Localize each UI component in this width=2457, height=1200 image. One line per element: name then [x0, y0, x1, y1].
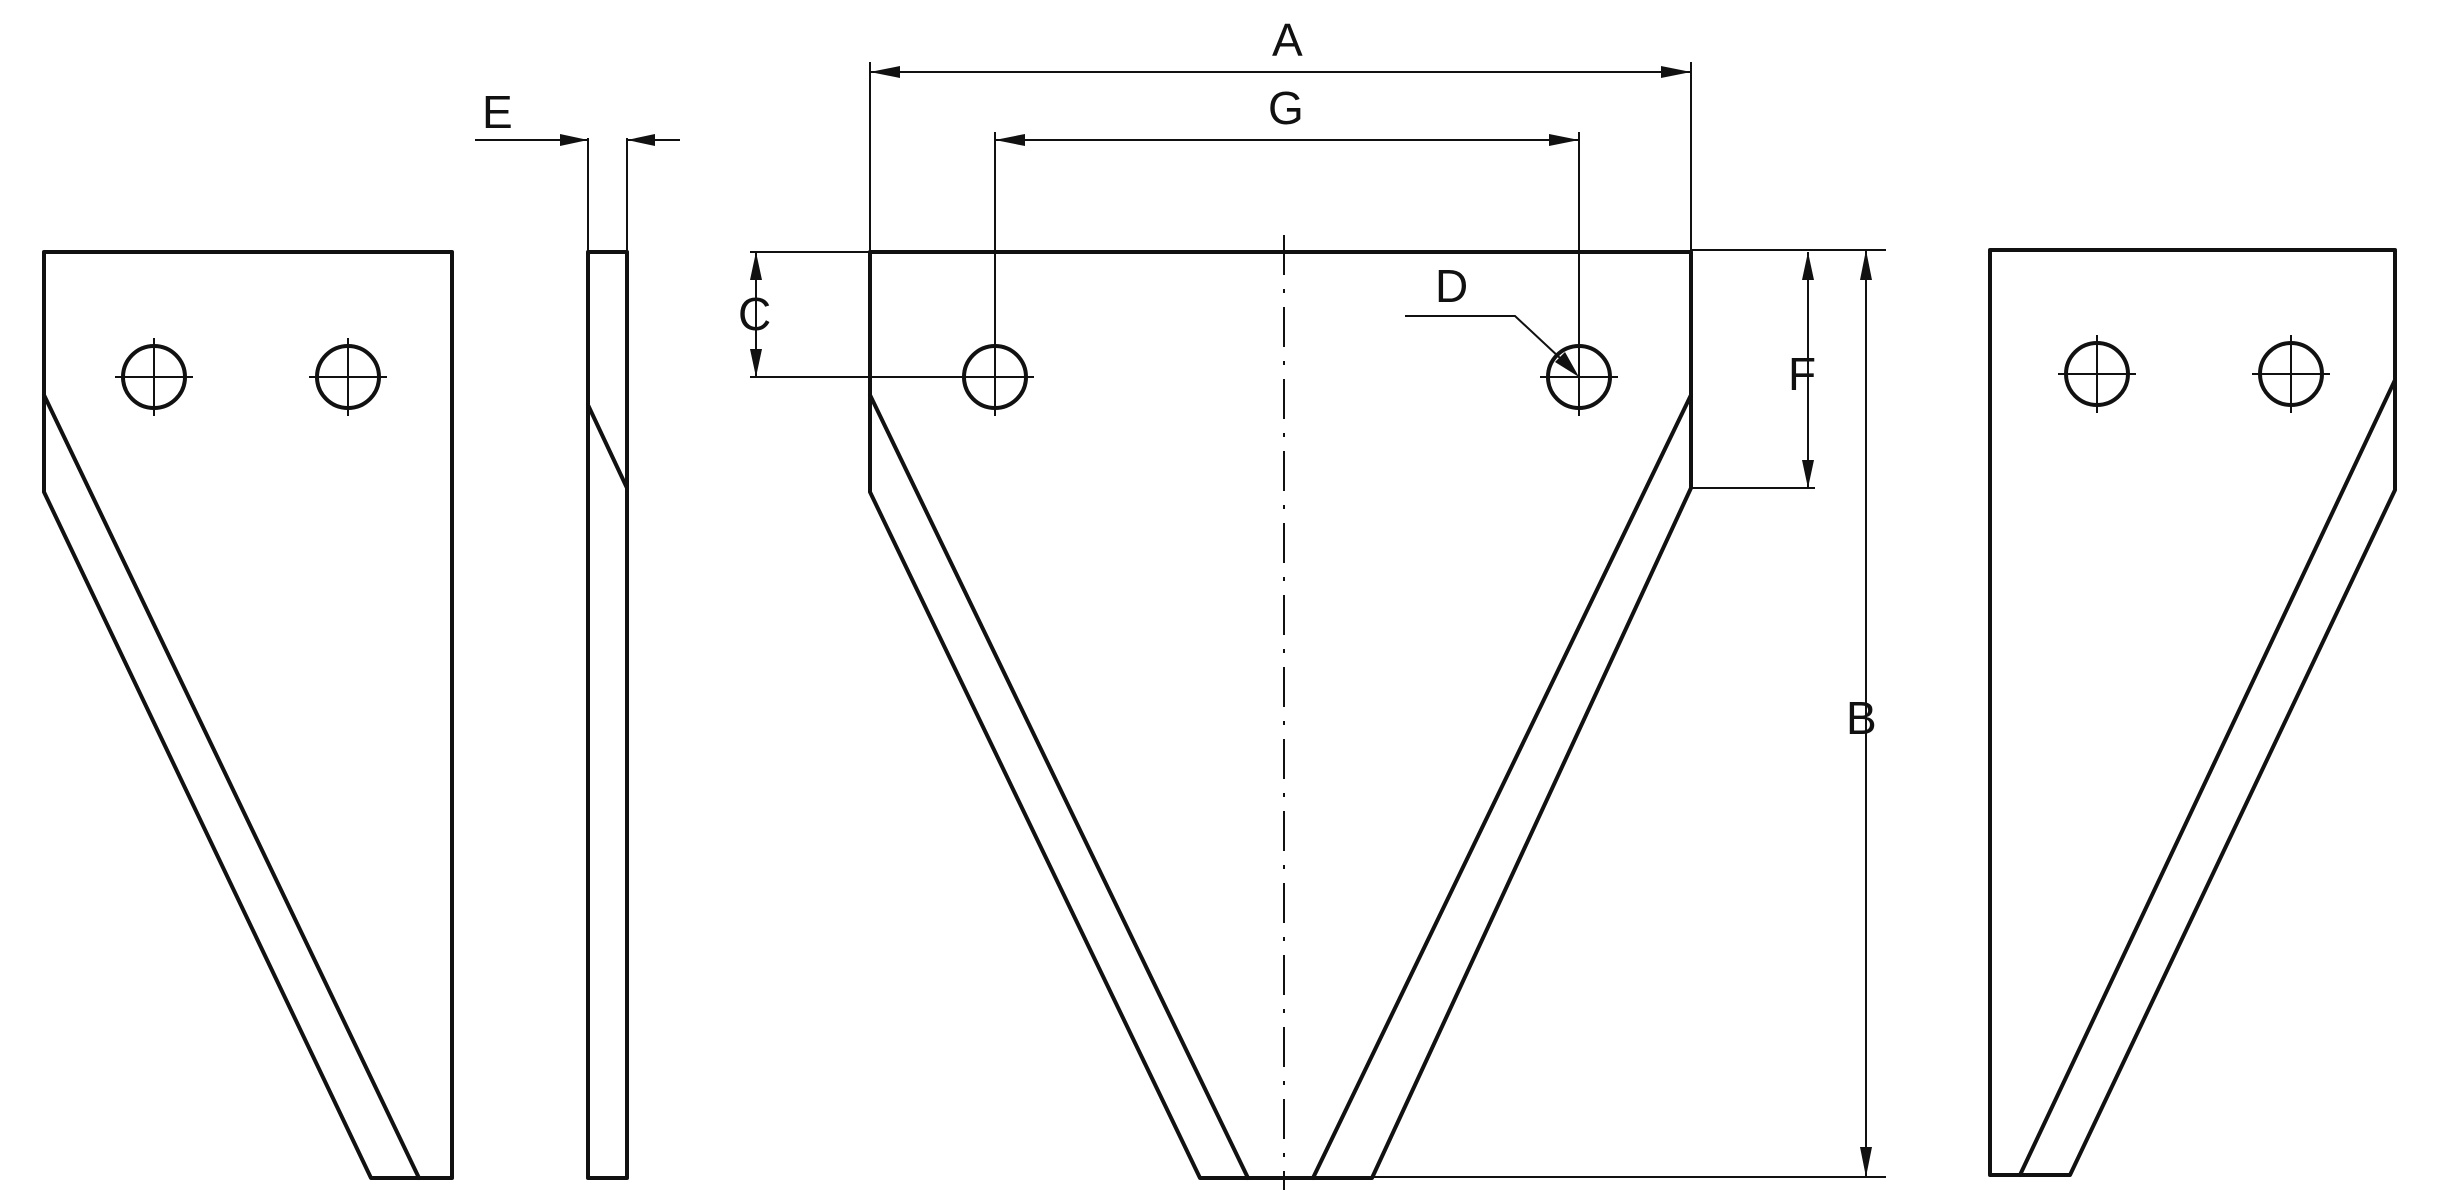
left-section-bevel-edge: [42, 393, 421, 1180]
side-view-outline: [586, 250, 629, 1180]
dimension-label-a: A: [1272, 14, 1303, 66]
right-section-outline: [1988, 248, 2397, 1177]
dimension-label-g: G: [1268, 82, 1304, 134]
right-section-bevel-edge: [2018, 378, 2397, 1177]
front-section-left-bevel: [868, 393, 1250, 1180]
left-section-outline: [42, 250, 454, 1180]
side-view-bevel-edge: [586, 403, 629, 490]
side-thickness-view: E: [475, 86, 680, 1180]
dimension-label-f: F: [1788, 348, 1816, 400]
left-section-view: [42, 250, 454, 1180]
dimension-label-d: D: [1435, 260, 1468, 312]
dimension-label-c: C: [738, 288, 771, 340]
right-section-hole-1: [2058, 335, 2136, 413]
right-section-hole-2: [2252, 335, 2330, 413]
front-section-right-bevel: [1311, 393, 1693, 1180]
dimension-label-e: E: [482, 86, 513, 138]
front-section-view: A G C D F B: [738, 14, 1886, 1190]
left-section-hole-1: [115, 338, 193, 416]
right-section-view: [1988, 248, 2397, 1177]
dimension-label-b: B: [1846, 692, 1877, 744]
left-section-hole-2: [309, 338, 387, 416]
